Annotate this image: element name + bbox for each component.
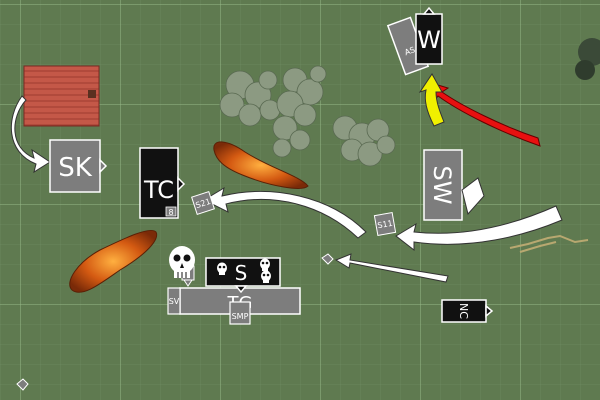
unit-sk[interactable]: SK	[49, 139, 108, 193]
unit-s11-label: S11	[377, 219, 394, 231]
unit-sk-label: SK	[58, 153, 93, 183]
tree-icon	[575, 38, 600, 80]
move-arrow	[334, 253, 449, 283]
unit-smp[interactable]: SMP	[229, 301, 251, 325]
unit-s11[interactable]: S11	[373, 212, 397, 236]
tree-icon	[332, 115, 396, 167]
unit-sw[interactable]: SW	[423, 149, 485, 221]
move-arrow	[10, 95, 51, 174]
move-arrow	[395, 205, 563, 252]
fire-template-icon	[69, 230, 158, 293]
unit-s21-label: S21	[195, 197, 212, 210]
fire-template-icon	[213, 141, 309, 189]
skull-icon	[260, 258, 270, 271]
move-arrow	[202, 186, 367, 239]
unit-smp-label: SMP	[232, 312, 249, 321]
charge-arrow	[418, 73, 445, 127]
unit-w-label: W	[417, 26, 441, 54]
skull-icon	[261, 270, 271, 283]
cannon-ball-icon[interactable]	[16, 378, 29, 391]
unit-s21[interactable]: S21	[191, 191, 215, 215]
unit-w[interactable]: W	[415, 6, 443, 65]
unit-sv[interactable]: SV	[167, 287, 181, 315]
charge-arrow	[427, 81, 541, 147]
unit-sw-label: SW	[428, 166, 456, 205]
skull-icon	[217, 262, 227, 275]
unit-tc[interactable]: TC 8	[139, 147, 186, 219]
house-icon	[23, 65, 100, 127]
cannon-ball-icon[interactable]	[321, 253, 334, 265]
unit-tc-tag: 8	[168, 208, 173, 217]
skull-icon	[169, 246, 195, 278]
unit-s-label: S	[235, 261, 248, 285]
unit-nc-label: NC	[457, 303, 470, 319]
unit-nc[interactable]: NC	[441, 299, 494, 323]
unit-tc-label: TC	[143, 176, 174, 204]
unit-as-label: AS	[403, 45, 416, 57]
tree-icon	[219, 65, 327, 158]
fence-icon	[509, 234, 589, 253]
unit-sv-label: SV	[169, 297, 180, 306]
